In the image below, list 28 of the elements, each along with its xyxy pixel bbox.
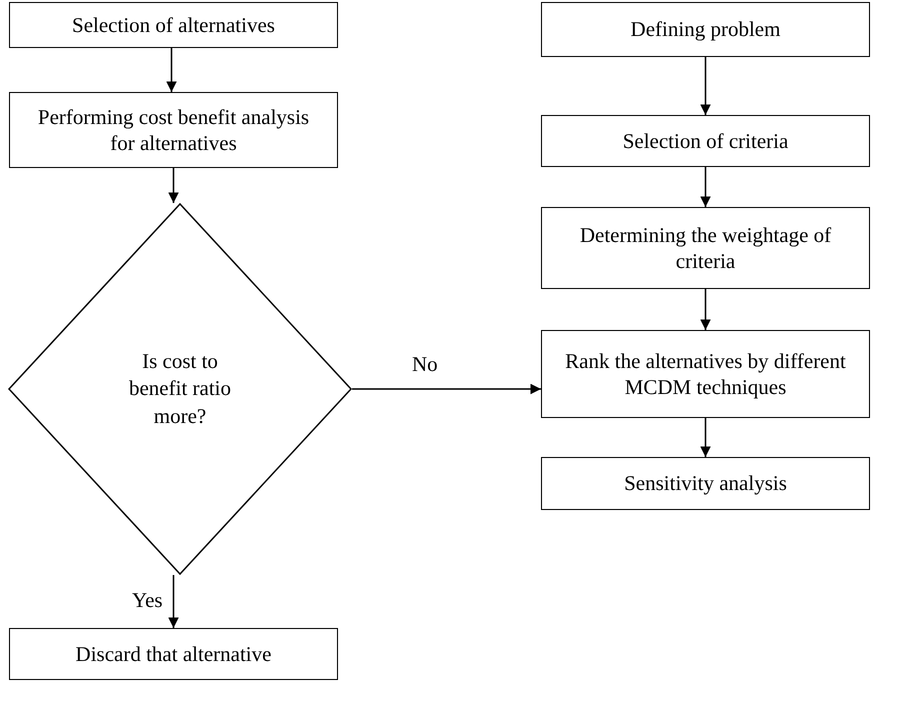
arrow	[168, 168, 179, 203]
process-box	[9, 92, 338, 168]
node-text: Defining problem	[630, 16, 782, 43]
arrow	[168, 575, 179, 628]
process-box	[9, 2, 338, 48]
node-text: Sensitivity analysis	[623, 470, 788, 497]
edge-label: No	[412, 352, 438, 377]
process-box	[541, 207, 870, 289]
arrow	[700, 289, 711, 330]
arrow	[700, 167, 711, 207]
process-box	[541, 2, 870, 57]
edge-label: Yes	[132, 588, 163, 613]
node-text: Selection of criteria	[622, 128, 790, 154]
arrow	[700, 418, 711, 457]
node-text: Discard that alternative	[74, 640, 272, 668]
decision-diamond	[8, 203, 352, 575]
node-text: Selection of alternatives	[71, 12, 276, 38]
node-text: Performing cost benefit analysis for alternatives	[36, 104, 310, 156]
node-text: Is cost to benefit ratio more?	[128, 348, 232, 430]
node-text: Determining the weightage of criteria	[578, 222, 832, 274]
process-box	[9, 628, 338, 680]
arrow	[700, 57, 711, 115]
arrow	[352, 384, 541, 394]
arrow	[166, 48, 177, 92]
process-box	[541, 330, 870, 418]
node-text: Rank the alternatives by different MCDM techniques	[564, 348, 847, 400]
process-box	[541, 115, 870, 167]
process-box	[541, 457, 870, 510]
